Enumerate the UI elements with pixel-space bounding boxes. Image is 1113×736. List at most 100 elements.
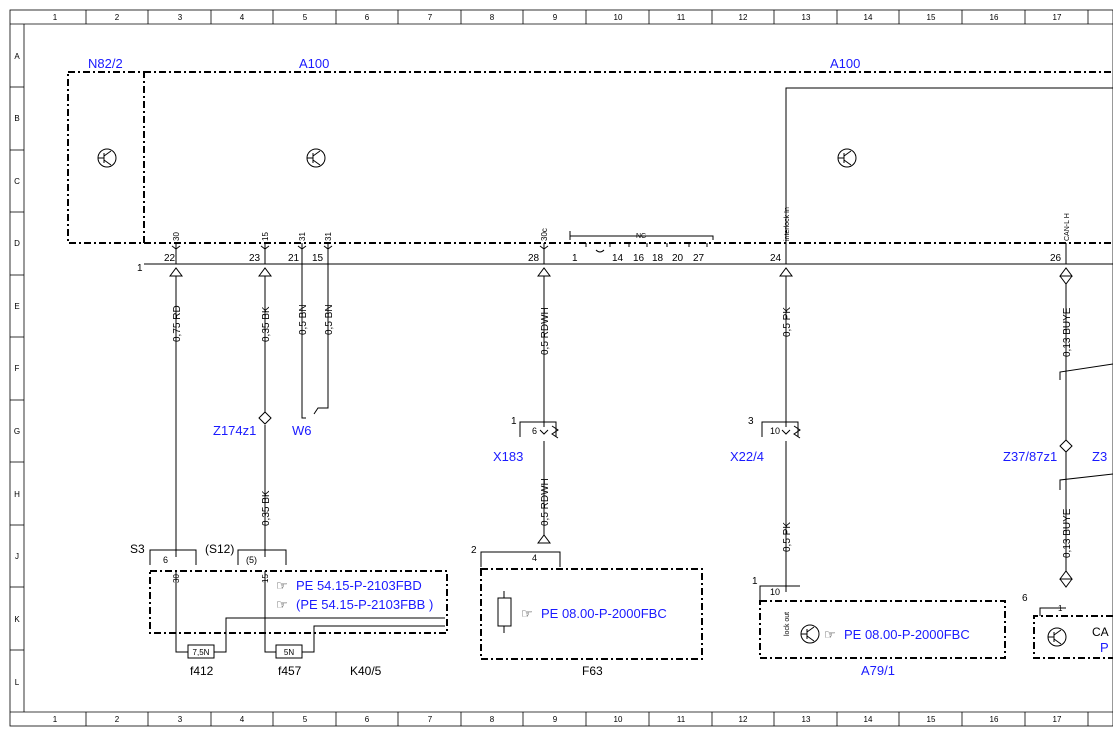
a79-housing <box>759 600 1006 659</box>
grid-column-label: 14 <box>864 715 873 724</box>
terminal-label: CAN-L H <box>1064 213 1071 241</box>
grid-column-label: 2 <box>115 715 120 724</box>
pin-number: 26 <box>1050 253 1062 264</box>
grid-column-label: 6 <box>365 715 370 724</box>
ref-k40-1[interactable]: ☞PE 54.15-P-2103FBD <box>276 578 422 593</box>
grid-column-label: 4 <box>240 715 245 724</box>
terminal-label: 30c <box>540 228 549 241</box>
f63-housing <box>480 568 703 660</box>
pin-number: 18 <box>652 253 664 264</box>
component-a100: A100 <box>830 56 860 71</box>
grid-column-label: 8 <box>490 13 495 22</box>
k40-internals <box>175 571 445 659</box>
wire-lines <box>175 264 1113 592</box>
grid-row-label: H <box>14 490 20 499</box>
component-k40: K40/5 <box>350 664 382 678</box>
terminal-label: 30 <box>172 574 181 583</box>
grid-column-label: 10 <box>614 715 623 724</box>
connector-number: 6 <box>1022 593 1028 604</box>
pin-stubs <box>171 231 1067 264</box>
component-f63: F63 <box>582 664 603 678</box>
wire-label: 0,5 RDWH <box>540 307 551 355</box>
pointing-hand-icon: ☞ <box>824 627 836 642</box>
connector-number: 3 <box>748 416 754 427</box>
component-w6: W6 <box>292 423 312 438</box>
grid-column-label: 6 <box>365 13 370 22</box>
pointing-hand-icon: ☞ <box>276 578 288 593</box>
pointing-hand-icon: ☞ <box>276 597 288 612</box>
reference-link: PE 08.00-P-2000FBC <box>541 606 667 621</box>
electronics-icon-a100-left <box>306 148 326 168</box>
grid-row-label: G <box>14 427 20 436</box>
pin-number: 10 <box>770 587 780 597</box>
wire-label: 0,75 RD <box>172 305 183 342</box>
pin-number: 1 <box>1058 604 1063 613</box>
component-s3: S3 <box>130 542 145 556</box>
grid-column-label: 14 <box>864 13 873 22</box>
reference-link: PE 08.00-P-2000FBC <box>844 627 970 642</box>
grid-column-label: 10 <box>614 13 623 22</box>
grid-column-label: 1 <box>53 715 58 724</box>
component-n82: N82/2 <box>88 56 123 71</box>
pin-number: 14 <box>612 253 624 264</box>
grid-column-label: 2 <box>115 13 120 22</box>
pin-number: 4 <box>532 553 537 563</box>
a100-housing <box>144 71 1113 244</box>
grid-row-label: D <box>14 239 20 248</box>
nc-label: NC <box>636 233 646 240</box>
component-z174z1: Z174z1 <box>213 423 256 438</box>
electronics-icon-n82 <box>97 148 117 168</box>
grid-column-label: 5 <box>303 715 308 724</box>
grid-column-label: 11 <box>677 13 686 22</box>
wire-label: 0,35 BK <box>261 490 272 526</box>
fuse-f412-label: f412 <box>190 664 214 678</box>
wire-label: 0,13 BUYE <box>1062 508 1073 558</box>
housings <box>67 71 1113 660</box>
reference-link: (PE 54.15-P-2103FBB ) <box>296 597 433 612</box>
pin-number: 28 <box>528 253 540 264</box>
wire-label: 0,5 BN <box>298 304 309 335</box>
terminal-label: 31 <box>298 232 307 241</box>
grid-column-label: 9 <box>553 715 558 724</box>
grid-column-label: 5 <box>303 13 308 22</box>
fuse-rating: 5N <box>284 648 294 657</box>
grid-column-label: 9 <box>553 13 558 22</box>
fuse-f457-label: f457 <box>278 664 302 678</box>
ref-k40-2[interactable]: ☞ (PE 54.15-P-2103FBB ) <box>276 597 433 612</box>
electronics-icon-a79 <box>800 624 820 644</box>
pin-number: 15 <box>312 253 324 264</box>
connector-number: 1 <box>752 576 758 587</box>
grid-column-label: 4 <box>240 13 245 22</box>
partial-housing <box>1033 615 1113 659</box>
ref-f63[interactable]: ☞PE 08.00-P-2000FBC <box>521 606 667 621</box>
inline-connectors <box>149 421 1066 616</box>
ref-a79[interactable]: ☞ PE 08.00-P-2000FBC <box>824 627 970 642</box>
grid-row-label: C <box>14 177 20 186</box>
component-s12: (S12) <box>205 542 234 556</box>
component-partial: CA <box>1092 625 1109 639</box>
grid-row-label: L <box>15 678 20 687</box>
pin-number: 1 <box>572 253 578 264</box>
grid-column-label: 17 <box>1053 715 1062 724</box>
pin-number: 16 <box>633 253 645 264</box>
grid-column-label: 3 <box>178 13 183 22</box>
component-x22-4: X22/4 <box>730 449 764 464</box>
grid-column-label: 13 <box>802 13 811 22</box>
wire-label: 0,5 BN <box>324 304 335 335</box>
component-x183: X183 <box>493 449 523 464</box>
electronics-icon-partial <box>1047 627 1067 647</box>
grid-column-label: 1 <box>53 13 58 22</box>
ref-partial: P <box>1100 640 1109 655</box>
n82-housing <box>67 71 145 244</box>
grid-column-label: 7 <box>428 715 433 724</box>
grid-column-label: 12 <box>739 715 748 724</box>
pin-number: 23 <box>249 253 261 264</box>
grid-row-label: F <box>15 364 20 373</box>
grid-row-label: A <box>14 52 20 61</box>
grid-column-label: 16 <box>990 715 999 724</box>
a100-inner-box <box>785 87 1113 243</box>
pin-number: 27 <box>693 253 705 264</box>
grid-row-label: K <box>14 615 20 624</box>
grid-column-label: 17 <box>1053 13 1062 22</box>
